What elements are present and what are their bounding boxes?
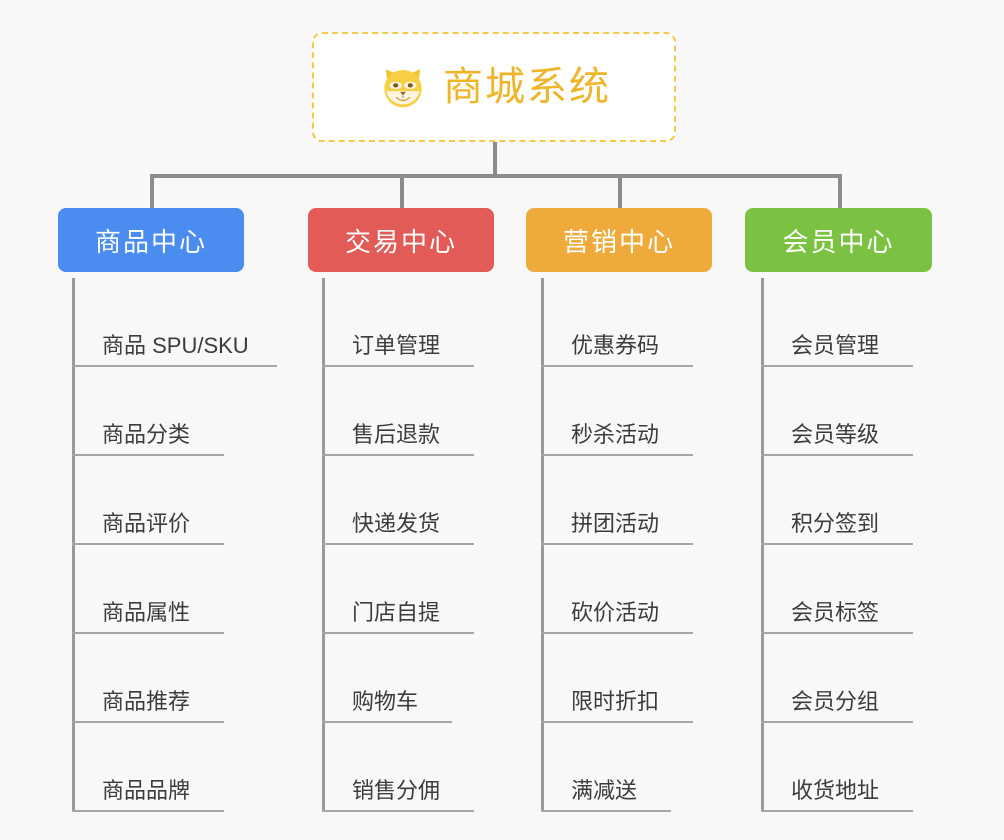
leaf-item-label: 限时折扣: [571, 689, 660, 714]
leaf-item-rule: [322, 632, 474, 634]
leaf-item-label: 售后退款: [352, 422, 441, 447]
leaf-trunk-line: [72, 278, 75, 812]
connector-drop-marketing-center: [618, 174, 622, 210]
connector-drop-member-center: [838, 174, 842, 210]
leaf-item-rule: [541, 721, 693, 723]
connector-drop-product-center: [150, 174, 154, 210]
leaf-item-rule: [322, 810, 474, 812]
leaf-item-label: 优惠券码: [571, 333, 660, 358]
leaf-item-rule: [72, 454, 224, 456]
leaf-item-label: 商品 SPU/SKU: [102, 333, 249, 358]
leaf-item-rule: [761, 365, 913, 367]
leaf-item-label: 收货地址: [791, 778, 880, 803]
leaf-item-rule: [761, 543, 913, 545]
leaf-item-rule: [541, 810, 671, 812]
leaf-item-label: 商品属性: [102, 600, 191, 625]
leaf-item-label: 商品推荐: [102, 689, 191, 714]
leaf-item-label: 商品评价: [102, 511, 191, 536]
category-label-trade-center: 交易中心: [344, 226, 457, 257]
leaf-item-label: 门店自提: [352, 600, 441, 625]
category-box-member-center[interactable]: 会员中心: [745, 208, 932, 272]
leaf-item-label: 砍价活动: [571, 600, 660, 625]
leaf-item-rule: [541, 365, 693, 367]
leaf-item-label: 满减送: [571, 778, 638, 803]
leaf-item-label: 会员等级: [791, 422, 880, 447]
leaf-item-label: 购物车: [352, 689, 419, 714]
leaf-item-rule: [72, 810, 224, 812]
connector-drop-trade-center: [400, 174, 404, 210]
connector-root-stem: [493, 142, 497, 176]
category-label-product-center: 商品中心: [94, 226, 207, 257]
leaf-trunk-line: [761, 278, 764, 812]
leaf-item-rule: [541, 543, 693, 545]
leaf-item-rule: [541, 454, 693, 456]
category-box-trade-center[interactable]: 交易中心: [308, 208, 494, 272]
leaf-trunk-line: [541, 278, 544, 812]
leaf-item-rule: [761, 454, 913, 456]
leaf-item-rule: [761, 632, 913, 634]
leaf-item-rule: [72, 365, 277, 367]
leaf-item-label: 会员标签: [791, 600, 880, 625]
root-node-mall-system[interactable]: 商城系统: [312, 32, 676, 142]
leaf-item-rule: [72, 721, 224, 723]
category-box-marketing-center[interactable]: 营销中心: [526, 208, 712, 272]
leaf-item-rule: [761, 810, 913, 812]
category-label-member-center: 会员中心: [782, 226, 895, 257]
leaf-item-label: 会员管理: [791, 333, 880, 358]
leaf-item-label: 拼团活动: [571, 511, 660, 536]
leaf-trunk-line: [322, 278, 325, 812]
category-label-marketing-center: 营销中心: [562, 226, 675, 257]
leaf-item-rule: [322, 543, 474, 545]
leaf-item-label: 销售分佣: [352, 778, 441, 803]
leaf-item-rule: [72, 543, 224, 545]
leaf-item-label: 积分签到: [791, 511, 880, 536]
leaf-item-label: 快递发货: [352, 511, 441, 536]
leaf-item-rule: [72, 632, 224, 634]
category-box-product-center[interactable]: 商品中心: [58, 208, 244, 272]
leaf-item-rule: [541, 632, 693, 634]
leaf-item-label: 订单管理: [352, 333, 441, 358]
leaf-item-label: 商品品牌: [102, 778, 191, 803]
leaf-item-label: 秒杀活动: [571, 422, 660, 447]
leaf-item-label: 会员分组: [791, 689, 880, 714]
shiba-dog-icon: [384, 69, 422, 109]
leaf-item-rule: [761, 721, 913, 723]
leaf-item-rule: [322, 454, 474, 456]
leaf-item-rule: [322, 721, 452, 723]
connector-horizontal-bus: [152, 174, 842, 178]
leaf-item-label: 商品分类: [102, 422, 191, 447]
leaf-item-rule: [322, 365, 474, 367]
root-title: 商城系统: [443, 65, 611, 109]
